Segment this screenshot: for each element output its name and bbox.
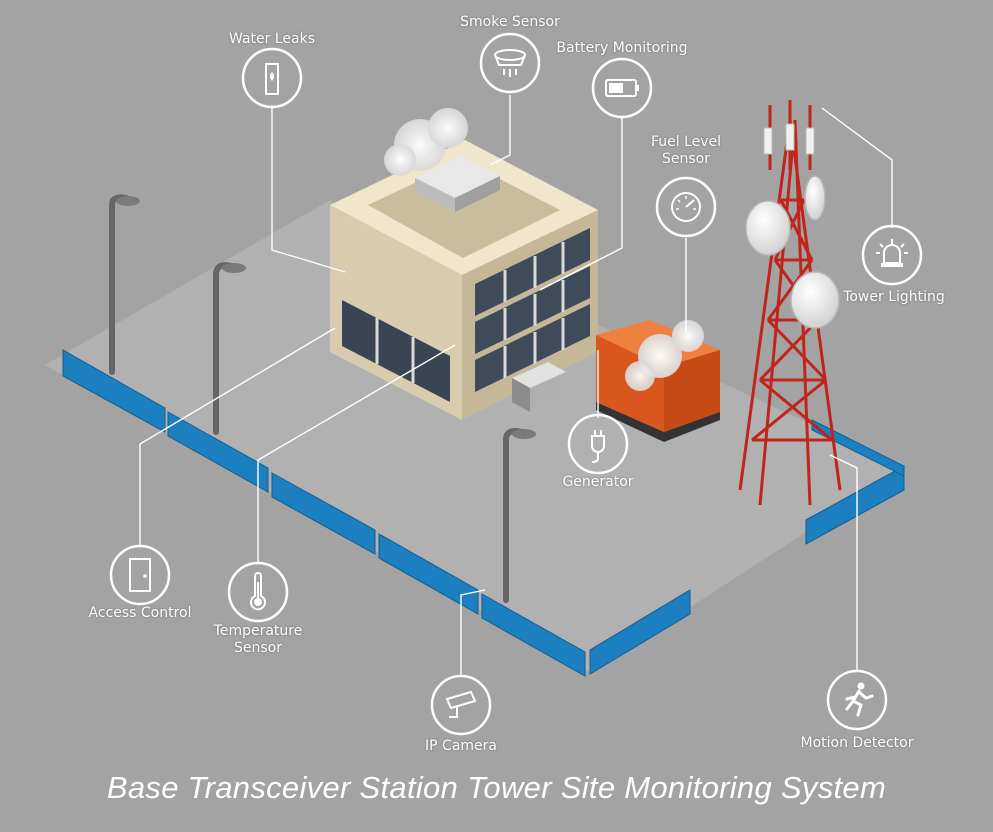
smoke-sensor-label: Smoke Sensor <box>460 14 560 30</box>
sensor-icon-circles <box>109 32 923 736</box>
motion-detector-label: Motion Detector <box>800 735 914 751</box>
door-icon <box>129 558 151 592</box>
beacon-light-icon <box>876 239 908 267</box>
access-control-label: Access Control <box>88 605 192 621</box>
water-leak-icon <box>265 63 279 95</box>
battery-icon <box>605 79 639 97</box>
generator-label: Generator <box>562 474 634 490</box>
smoke-detector-icon <box>494 49 526 77</box>
power-plug-icon <box>591 430 605 463</box>
tower-dishes <box>745 175 840 329</box>
temperature-sensor-label: Temperature Sensor <box>213 623 303 656</box>
cctv-camera-icon <box>445 690 477 718</box>
diagram-title: Base Transceiver Station Tower Site Moni… <box>106 770 887 805</box>
running-person-icon <box>845 682 874 717</box>
leader-lines <box>139 95 893 676</box>
site-ground <box>45 200 905 672</box>
fuel-level-sensor-label: Fuel Level Sensor <box>650 134 722 167</box>
diesel-generator <box>596 320 720 442</box>
equipment-building <box>330 108 598 420</box>
thermometer-icon <box>250 572 266 611</box>
battery-monitoring-label: Battery Monitoring <box>556 40 688 56</box>
fuel-gauge-icon <box>671 192 701 222</box>
water-leaks-label: Water Leaks <box>229 31 315 47</box>
ip-camera-label: IP Camera <box>425 738 497 754</box>
tower-lighting-label: Tower Lighting <box>843 289 945 305</box>
perimeter-fence <box>62 349 905 677</box>
